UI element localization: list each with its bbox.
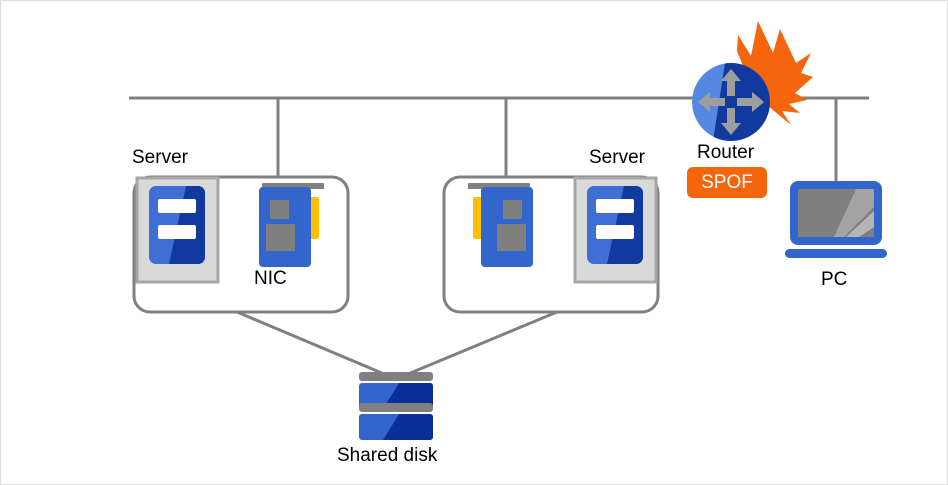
- spof-badge[interactable]: SPOF: [687, 167, 767, 198]
- pc-label: PC: [821, 269, 848, 290]
- server-right-label: Server: [589, 147, 645, 168]
- nic-card-left: [259, 183, 324, 267]
- nic-label: NIC: [254, 268, 287, 289]
- router-arrows-icon: [698, 69, 764, 135]
- server-icon-right: [573, 176, 658, 284]
- router-icon[interactable]: [692, 63, 770, 141]
- drop-lines: [276, 98, 838, 185]
- server-to-disk-links: [236, 310, 558, 381]
- server-icon-left: [135, 176, 220, 284]
- shared-disk-icon[interactable]: [359, 372, 433, 440]
- server-left-label: Server: [132, 147, 188, 168]
- shared-disk-label: Shared disk: [337, 445, 438, 466]
- router-label: Router: [697, 142, 755, 163]
- nic-card-right: [468, 183, 533, 267]
- failure-burst-icon: [737, 21, 813, 125]
- pc-icon[interactable]: [785, 181, 887, 258]
